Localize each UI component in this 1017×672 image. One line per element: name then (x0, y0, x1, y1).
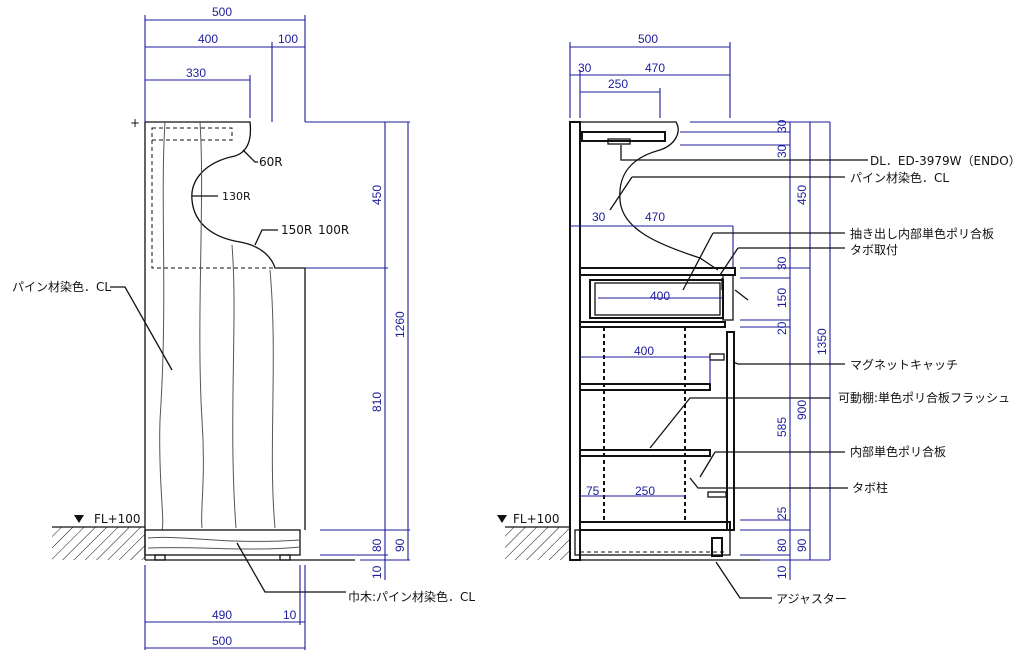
magnet-catch (709, 353, 725, 361)
dim-gap: 10 (370, 565, 384, 579)
dim-top-overall: 500 (638, 32, 658, 46)
dim-inner-a: 30 (592, 210, 606, 224)
right-section: FL+100 500 30 470 250 30 470 400 400 75 … (497, 32, 1017, 606)
radius-150: 150R (281, 223, 312, 237)
ground-hatch (52, 527, 145, 560)
label-downlight: DL．ED-3979W（ENDO） (870, 154, 1017, 168)
cabinet-outline (144, 121, 306, 560)
label-movable-shelf: 可動棚:単色ポリ合板フラッシュ (838, 390, 1010, 405)
movable-shelf (579, 449, 711, 457)
dim-shelf-width: 400 (634, 344, 654, 358)
dim-plinth: 80 (370, 538, 384, 552)
dim-r-d2: 20 (775, 321, 789, 335)
side-curve-profile (580, 121, 719, 271)
dim-r-t2: 30 (775, 144, 789, 158)
leader-lines (609, 145, 868, 599)
dim-r-upper: 450 (795, 185, 809, 205)
bottom-board (579, 521, 731, 531)
dim-top-a: 400 (198, 32, 218, 46)
floor-level-label: FL+100 (513, 512, 560, 526)
dim-r-t1: 30 (775, 119, 789, 133)
label-finish: パイン材染色．CL (850, 170, 949, 185)
level-triangle-icon (74, 515, 84, 523)
downlight-housing (581, 131, 666, 142)
wood-grain (159, 121, 276, 531)
dim-r-plinth-total: 90 (795, 538, 809, 552)
dim-r-gap: 10 (775, 565, 789, 579)
baseboard (144, 529, 301, 556)
label-magnet-catch: マグネットキャッチ (850, 358, 958, 372)
dim-total: 1260 (393, 311, 407, 338)
dim-r-lower: 900 (795, 400, 809, 420)
leader-line (236, 542, 346, 593)
movable-shelf (579, 383, 711, 391)
label-inner-panel: 内部単色ポリ合板 (850, 444, 946, 459)
leader-line (110, 286, 173, 371)
label-body-finish: パイン材染色．CL (12, 279, 111, 294)
adjuster (711, 537, 723, 557)
label-drawer-inner: 抽き出し内部単色ポリ合板 (850, 226, 994, 241)
origin-mark: + (130, 116, 140, 130)
divider (579, 321, 726, 328)
top-shelf (579, 267, 736, 276)
dim-upper: 450 (370, 185, 384, 205)
dim-top-b: 100 (278, 32, 298, 46)
dim-r-drawer: 150 (775, 288, 789, 308)
label-tabo-post: タボ柱 (852, 480, 888, 495)
plinth (574, 529, 731, 556)
dim-plinth-total: 90 (393, 538, 407, 552)
dim-r-plinth: 80 (775, 538, 789, 552)
dim-top-a: 30 (578, 61, 592, 75)
door-handle (707, 491, 727, 498)
adjuster-foot (279, 554, 291, 561)
dim-bottom-b: 10 (283, 608, 297, 622)
dim-lower: 810 (370, 392, 384, 412)
downlight (607, 138, 631, 145)
dim-post-offset: 75 (586, 484, 600, 498)
dim-bottom-a: 490 (212, 608, 232, 622)
dim-r-d3: 25 (775, 506, 789, 520)
door (726, 331, 735, 531)
adjuster-foot (154, 554, 166, 561)
baseboard-grain (147, 536, 301, 550)
label-adjuster: アジャスター (776, 592, 847, 606)
dim-top-c: 250 (608, 77, 628, 91)
dim-inner-b: 470 (645, 210, 665, 224)
hidden-outline (151, 127, 275, 269)
label-baseboard: 巾木:パイン材染色．CL (348, 589, 475, 604)
radius-100: 100R (318, 223, 349, 237)
dim-top-b: 470 (645, 61, 665, 75)
label-tabo-mount: タボ取付 (850, 243, 898, 257)
dim-r-total: 1350 (815, 328, 829, 355)
dim-drawer-width: 400 (650, 289, 670, 303)
dim-r-d1: 30 (775, 256, 789, 270)
dim-top-overall: 500 (212, 5, 232, 19)
left-elevation: + FL+100 500 400 100 330 450 1260 810 80… (12, 5, 475, 650)
dim-post-pitch: 250 (635, 484, 655, 498)
level-triangle-icon (497, 515, 507, 523)
dim-bottom-overall: 500 (212, 634, 232, 648)
ground-hatch (505, 527, 570, 560)
radius-60: 60R (259, 155, 283, 169)
dim-top-c: 330 (186, 66, 206, 80)
radius-130: 130R (222, 190, 251, 203)
drawer-front (722, 274, 734, 321)
dim-r-shelves: 585 (775, 417, 789, 437)
floor-level-label: FL+100 (94, 512, 141, 526)
side-panel (569, 121, 581, 561)
